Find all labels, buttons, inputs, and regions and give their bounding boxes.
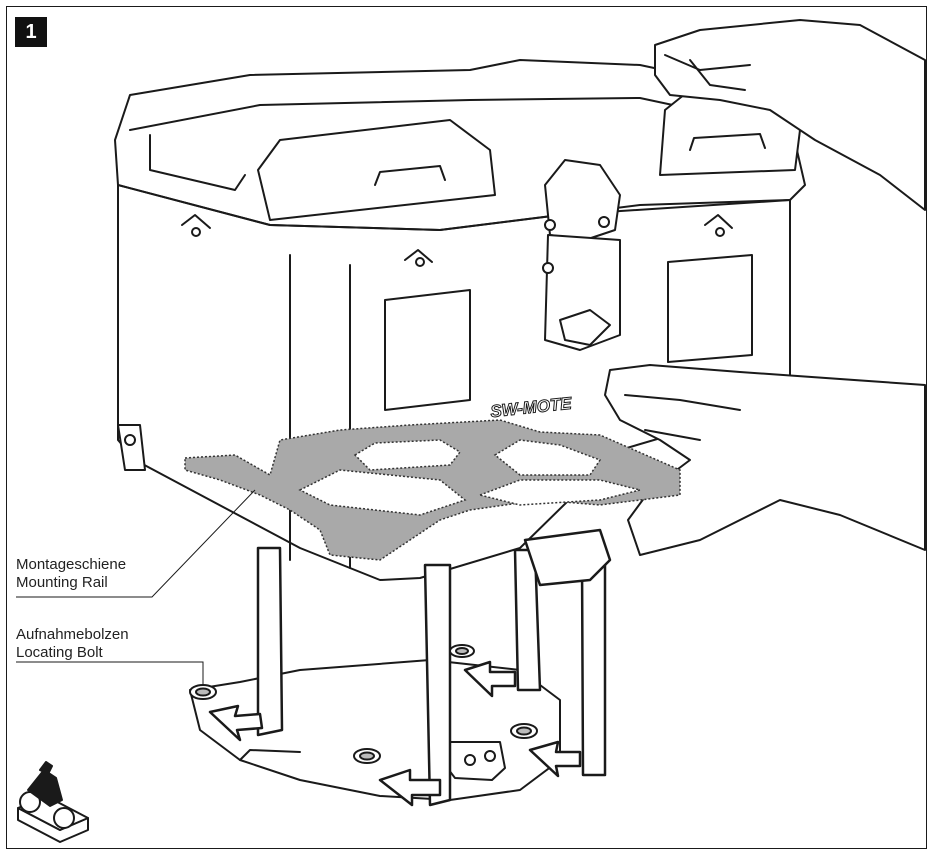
locating-bolts — [189, 644, 538, 764]
callout-line-rail — [16, 489, 256, 598]
arrow-right — [528, 740, 582, 778]
arrow-left — [208, 704, 264, 742]
step-number-badge: 1 — [15, 17, 47, 47]
strap-left — [256, 546, 284, 737]
strap-right — [580, 558, 607, 777]
hand-bottom — [604, 364, 926, 556]
callout-locating-bolt-en: Locating Bolt — [16, 644, 103, 661]
callout-locating-bolt-de: Aufnahmebolzen — [16, 626, 129, 643]
callout-mounting-rail: Montageschiene Mounting Rail — [16, 556, 126, 592]
arrow-center-front — [378, 768, 442, 807]
callout-line-bolt — [16, 661, 204, 686]
callout-locating-bolt: Aufnahmebolzen Locating Bolt — [16, 626, 129, 662]
callout-mounting-rail-de: Montageschiene — [16, 556, 127, 573]
motorcycle-platform-icon — [17, 761, 89, 843]
arrow-center-back — [463, 660, 517, 698]
strap-center-left — [423, 563, 452, 807]
callout-mounting-rail-en: Mounting Rail — [16, 574, 108, 591]
lid-handle-left — [257, 119, 496, 221]
